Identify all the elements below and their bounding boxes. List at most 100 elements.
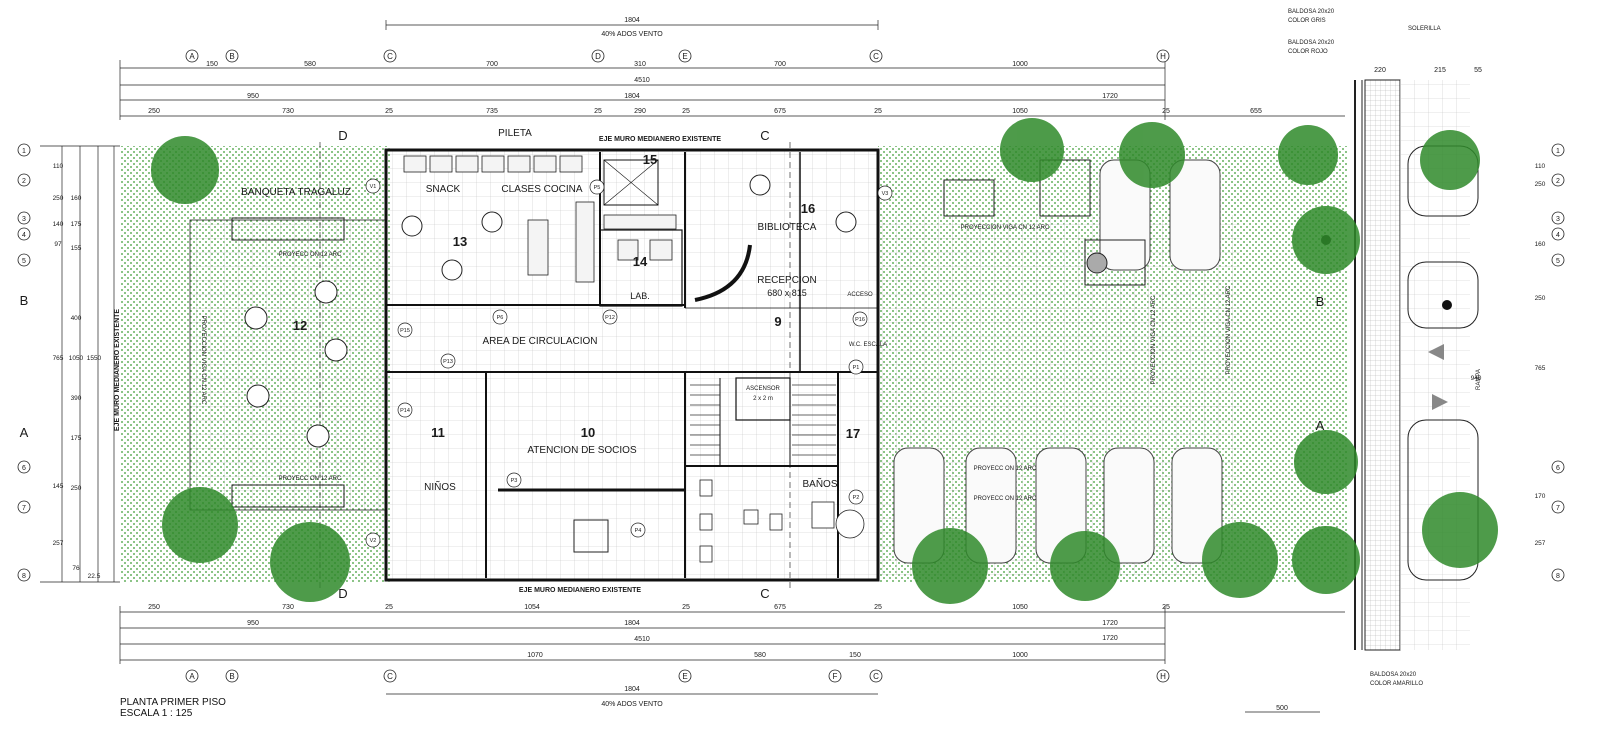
dim-label: 1070 bbox=[527, 652, 543, 659]
dim-label: 25 bbox=[1162, 108, 1170, 115]
wc-label: W.C. ESCALA bbox=[849, 342, 887, 348]
axis-label: D bbox=[595, 52, 601, 61]
axis-labels-bottom: A B C E F C H bbox=[189, 672, 1166, 681]
axis-labels-left: 1 2 3 4 5 6 7 8 bbox=[22, 148, 26, 580]
dim-label: 150 bbox=[849, 652, 861, 659]
axis-label: 7 bbox=[1556, 505, 1560, 512]
projection-note: PROYECCION VIGA CN 12 ARC bbox=[1151, 295, 1157, 384]
dim-top-row2: 950 1804 1720 bbox=[247, 93, 1118, 100]
dim-label: 25 bbox=[1162, 604, 1170, 611]
projection-note: PROYECC ON 12 ARC bbox=[974, 496, 1037, 502]
dim-label: 25 bbox=[385, 108, 393, 115]
dim-label: 735 bbox=[486, 108, 498, 115]
axis-label: C bbox=[387, 672, 393, 681]
door-tag-label: P16 bbox=[855, 317, 865, 323]
dim-label: 1720 bbox=[1102, 93, 1118, 100]
room-size-recepcion: 680 x 815 bbox=[767, 288, 807, 298]
room-num-14: 14 bbox=[633, 254, 648, 269]
axis-label: E bbox=[682, 672, 687, 681]
dim-label: 25 bbox=[874, 108, 882, 115]
dim-label: 25 bbox=[594, 108, 602, 115]
dim-label: 310 bbox=[634, 61, 646, 68]
door-tag-labels: P1 P2 P3 P4 P5 P6 P12 P13 P14 P15 P16 V1… bbox=[370, 184, 889, 544]
room-num-16: 16 bbox=[801, 201, 815, 216]
room-num-9: 9 bbox=[774, 314, 781, 329]
wall-label-left: EJE MURO MEDIANERO EXISTENTE bbox=[114, 309, 121, 431]
cut-markers-left: B A bbox=[20, 293, 29, 440]
dim-label: 150 bbox=[206, 61, 218, 68]
dim-label: 765 bbox=[1535, 365, 1546, 372]
axis-bubbles-right bbox=[1551, 143, 1565, 582]
room-name-banqueta: BANQUETA TRAGALUZ bbox=[241, 187, 351, 198]
dim-bottom-row3: 1070 580 150 1000 bbox=[527, 652, 1028, 659]
bathroom-fixtures bbox=[699, 479, 865, 563]
dim-label: 675 bbox=[774, 604, 786, 611]
room-name-pileta: PILETA bbox=[498, 128, 532, 139]
axis-labels-right: 1 2 3 4 5 6 7 8 bbox=[1556, 148, 1560, 580]
dim-label: 1804 bbox=[624, 620, 640, 627]
dim-label: 1050 bbox=[1012, 604, 1028, 611]
axis-bubbles-bottom bbox=[185, 669, 1170, 683]
skylight-boxes bbox=[231, 159, 1091, 508]
dim-label: 390 bbox=[71, 395, 82, 402]
cut-label-b-left: B bbox=[20, 293, 29, 308]
door-tag-label: V1 bbox=[370, 184, 377, 190]
dim-label: 940 bbox=[1471, 375, 1482, 382]
axis-labels-top: A B C D E C H bbox=[189, 52, 1166, 61]
dim-label: 215 bbox=[1434, 67, 1446, 74]
dim-label: 25 bbox=[874, 604, 882, 611]
room-name-atencion: ATENCION DE SOCIOS bbox=[527, 445, 637, 456]
dim-top-row1: 150 580 700 310 700 1000 bbox=[206, 61, 1028, 68]
axis-label: 1 bbox=[1556, 148, 1560, 155]
planter-middle bbox=[1407, 261, 1479, 329]
dim-top-ventilation: 40% ADOS VENTO bbox=[601, 31, 663, 38]
dim-label: 1050 bbox=[69, 355, 84, 362]
room-name-clases-cocina: CLASES COCINA bbox=[501, 184, 582, 195]
door-tag-label: P4 bbox=[635, 528, 642, 534]
dim-top-row3: 250 730 25 735 25 290 25 675 25 1050 25 … bbox=[148, 108, 1262, 115]
drawing-title: PLANTA PRIMER PISO bbox=[120, 697, 226, 708]
room-name-banos: BAÑOS bbox=[802, 477, 837, 490]
dim-bottom-ventilation: 40% ADOS VENTO bbox=[601, 701, 663, 708]
drawing-scale: ESCALA 1 : 125 bbox=[120, 708, 193, 719]
dim-label: 160 bbox=[1535, 241, 1546, 248]
dim-label: 250 bbox=[148, 108, 160, 115]
cut-label-c-bottom: C bbox=[760, 586, 769, 601]
dim-label: 25 bbox=[682, 604, 690, 611]
axis-label: B bbox=[229, 52, 234, 61]
projection-note: PROYECCION VIGA CN 12 ARC bbox=[200, 316, 206, 405]
wall-label-top: EJE MURO MEDIANERO EXISTENTE bbox=[599, 136, 721, 143]
door-tag-label: P1 bbox=[853, 365, 860, 371]
cut-label-a-left: A bbox=[20, 425, 29, 440]
dim-label: 400 bbox=[71, 315, 82, 322]
dim-label: 160 bbox=[71, 195, 82, 202]
elevator-size: 2 x 2 m bbox=[753, 396, 773, 402]
dim-left-labels: 110 250 160 140 175 97 155 400 765 1050 … bbox=[53, 163, 102, 580]
elevator-label: ASCENSOR bbox=[746, 386, 780, 392]
door-tag-label: V3 bbox=[882, 191, 889, 197]
dim-label: 1054 bbox=[524, 604, 540, 611]
dim-label: 76 bbox=[72, 565, 80, 572]
door-tag-label: P3 bbox=[511, 478, 518, 484]
door-tag-label: P5 bbox=[594, 185, 601, 191]
axis-label: A bbox=[189, 52, 195, 61]
room-name-recepcion: RECEPCION bbox=[757, 275, 816, 286]
dim-label: 257 bbox=[1535, 540, 1546, 547]
axis-label: 1 bbox=[22, 148, 26, 155]
door-tag-label: P13 bbox=[443, 359, 453, 365]
dim-label: 700 bbox=[774, 61, 786, 68]
dim-label: 730 bbox=[282, 108, 294, 115]
section-cut-markers: D D C C B A bbox=[338, 128, 1324, 601]
parking-cars bbox=[893, 159, 1223, 564]
dim-bottom-4510: 4510 bbox=[634, 636, 650, 643]
dimension-chain-left bbox=[40, 145, 120, 583]
axis-bubbles-top bbox=[185, 49, 1170, 63]
dim-label: 55 bbox=[1474, 67, 1482, 74]
access-label: ACCESO bbox=[847, 292, 873, 298]
axis-bubbles-left bbox=[17, 143, 31, 582]
material-note: BALDOSA 20x20 bbox=[1370, 672, 1417, 678]
rotunda-element bbox=[1086, 252, 1108, 274]
axis-label: 5 bbox=[1556, 258, 1560, 265]
material-note: BALDOSA 20x20 bbox=[1288, 9, 1335, 15]
